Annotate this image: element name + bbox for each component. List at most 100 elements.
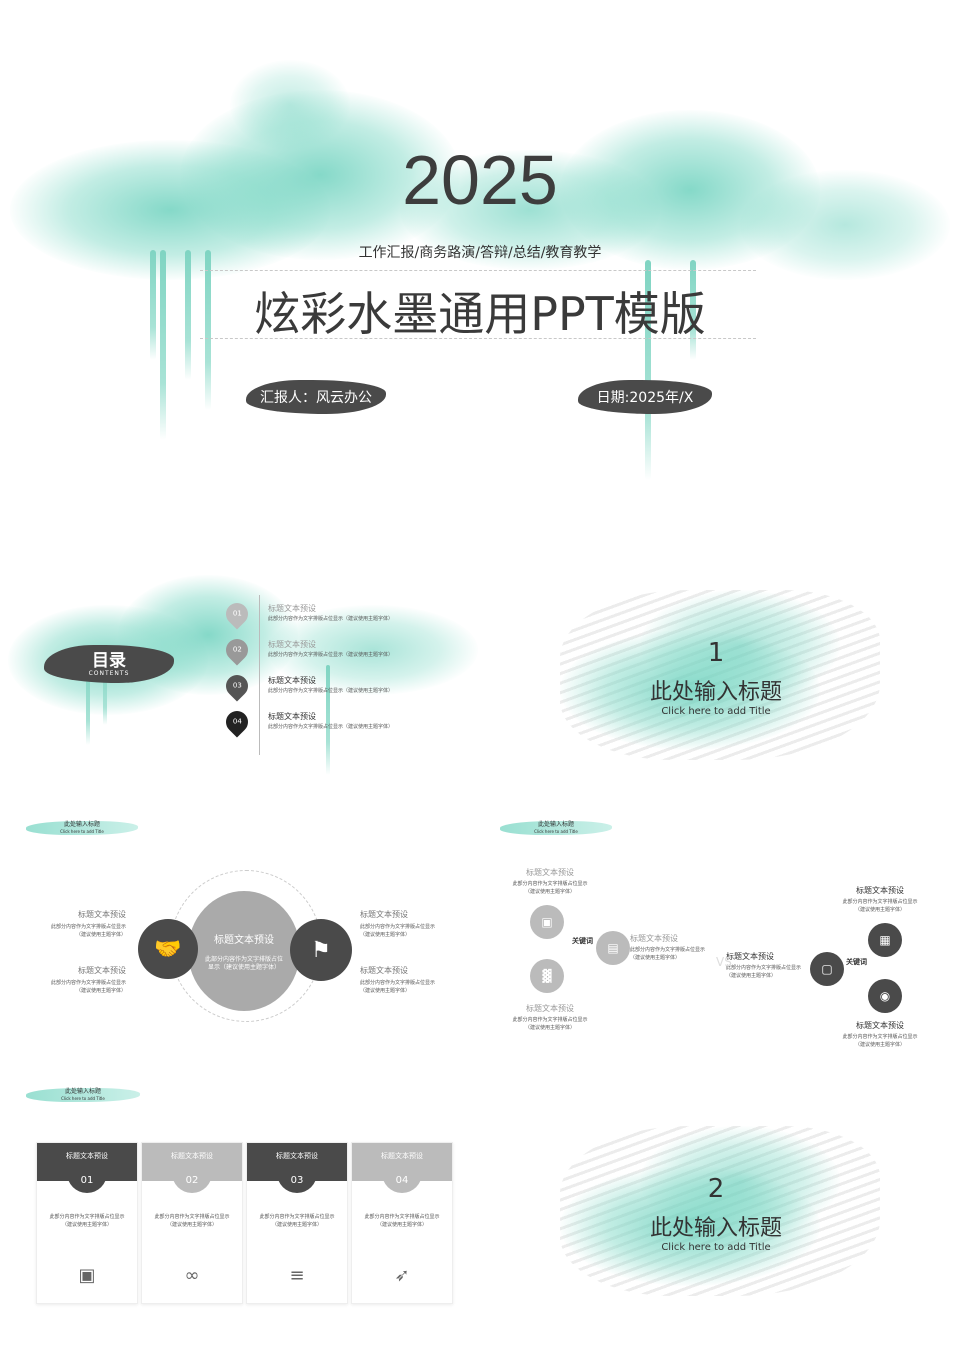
reporter-badge: 汇报人：风云办公 (246, 380, 386, 414)
circle-side-item: 标题文本预设此部分内容作为文字排版占位显示（建议使用主题字体） (40, 965, 126, 995)
item-desc: （建议使用主题字体） (854, 1042, 905, 1048)
circle-side-item: 标题文本预设此部分内容作为文字排版占位显示（建议使用主题字体） (360, 965, 446, 995)
item-desc: 此部分内容作为文字排版占位显示 (50, 980, 126, 986)
item-desc: 此部分内容作为文字排版占位显示 (842, 1034, 918, 1040)
vs-text-item: 标题文本预设此部分内容作为文字排版占位显示（建议使用主题字体） (840, 885, 920, 914)
date-badge: 日期:2025年/X (578, 380, 712, 414)
presentation-icon: ▣ (530, 905, 564, 939)
feature-card[interactable]: 标题文本预设 04 此部分内容作为文字排版占位显示 （建议使用主题字体） ➶ (351, 1142, 453, 1304)
feature-card[interactable]: 标题文本预设 01 此部分内容作为文字排版占位显示 （建议使用主题字体） ▣ (36, 1142, 138, 1304)
toc-number-badge: 04 (221, 706, 253, 738)
toc-item-desc: 此部分内容作为文字排版占位显示（建议使用主题字体） (268, 724, 394, 730)
item-desc: 此部分内容作为文字排版占位显示 (726, 965, 802, 971)
item-desc: （建议使用主题字体） (75, 932, 126, 938)
slide-tag: 此处输入标题 Click here to add Title (26, 821, 138, 835)
card-title: 标题文本预设 (276, 1152, 318, 1160)
divider (200, 338, 756, 339)
card-number-text: 01 (80, 1174, 94, 1186)
vs-label: VS (716, 955, 732, 969)
tag-subtitle: Click here to add Title (534, 829, 578, 834)
toc-title: 目录 (92, 650, 126, 671)
card-desc: 此部分内容作为文字排版占位显示 (259, 1214, 335, 1220)
item-title: 标题文本预设 (526, 1004, 574, 1013)
card-desc: （建议使用主题字体） (376, 1222, 427, 1228)
circle-slide: 此处输入标题 Click here to add Title 标题文本预设 此部… (20, 815, 470, 1045)
handshake-icon: 🤝 (138, 919, 198, 979)
vs-text-item: 标题文本预设此部分内容作为文字排版占位显示 （建议使用主题字体） (630, 933, 710, 962)
binoculars-icon: ∞ (184, 1265, 200, 1286)
card-number: 01 (67, 1167, 107, 1193)
item-title: 标题文本预设 (360, 910, 408, 919)
toc-number: 01 (232, 610, 242, 619)
center-circle: 标题文本预设 此部分内容作为文字排版占位显示（建议使用主题字体） (188, 891, 300, 1011)
divider (200, 270, 756, 271)
camera-icon: ◉ (868, 979, 902, 1013)
item-title: 标题文本预设 (360, 966, 408, 975)
item-desc: （建议使用主题字体） (524, 1025, 575, 1031)
toc-item-desc: 此部分内容作为文字排版占位显示（建议使用主题字体） (268, 652, 394, 658)
keyword-right: 关键词 (846, 958, 867, 966)
card-number-text: 02 (185, 1174, 199, 1186)
item-desc: （建议使用主题字体） (524, 889, 575, 895)
chart-icon: ▓ (530, 959, 564, 993)
toc-item-title[interactable]: 标题文本预设 (268, 640, 316, 649)
rocket-icon: ➶ (394, 1265, 410, 1286)
card-number-text: 04 (395, 1174, 409, 1186)
circle-side-item: 标题文本预设此部分内容作为文字排版占位显示（建议使用主题字体） (360, 909, 446, 939)
card-desc: 此部分内容作为文字排版占位显示 (154, 1214, 230, 1220)
cover-year: 2025 (402, 141, 558, 219)
item-title: 标题文本预设 (856, 886, 904, 895)
card-desc: （建议使用主题字体） (61, 1222, 112, 1228)
item-title: 标题文本预设 (78, 966, 126, 975)
card-desc: 此部分内容作为文字排版占位显示 (49, 1214, 125, 1220)
item-desc: （建议使用主题字体） (630, 955, 681, 961)
vs-text-item: 标题文本预设此部分内容作为文字排版占位显示 （建议使用主题字体） (840, 1020, 920, 1049)
tag-title: 此处输入标题 (64, 1088, 101, 1095)
cover-slide: 2025 工作汇报/商务路演/答辩/总结/教育教学 炫彩水墨通用PPT模版 汇报… (0, 0, 960, 500)
device-icon: ▦ (868, 923, 902, 957)
section1-number: 1 (707, 638, 725, 668)
tag-title: 此处输入标题 (63, 821, 100, 828)
slide-tag: 此处输入标题 Click here to add Title (500, 821, 612, 835)
toc-item-title[interactable]: 标题文本预设 (268, 604, 316, 613)
vs-text-item: 标题文本预设此部分内容作为文字排版占位显示（建议使用主题字体） (510, 1003, 590, 1032)
center-title: 标题文本预设 (214, 934, 274, 946)
slide-tag: 此处输入标题 Click here to add Title (26, 1088, 140, 1102)
toc-item-title[interactable]: 标题文本预设 (268, 676, 316, 685)
section1-title: 此处输入标题 (649, 680, 782, 705)
cover-subtitle: 工作汇报/商务路演/答辩/总结/教育教学 (358, 245, 602, 261)
section2-title: 此处输入标题 (649, 1216, 782, 1241)
item-desc: 此部分内容作为文字排版占位显示 (360, 980, 436, 986)
keyword-left: 关键词 (572, 937, 593, 945)
signpost-icon: ⚑ (290, 919, 352, 981)
card-number: 02 (172, 1167, 212, 1193)
card-title: 标题文本预设 (381, 1152, 423, 1160)
toc-heading-badge: 目录 CONTENTS (44, 645, 174, 683)
toc-line (259, 595, 260, 755)
item-title: 标题文本预设 (726, 952, 774, 961)
section2-number: 2 (707, 1174, 725, 1204)
section2-slide: 2 此处输入标题 Click here to add Title (540, 1106, 900, 1316)
section1-subtitle: Click here to add Title (661, 706, 771, 717)
card-desc: （建议使用主题字体） (166, 1222, 217, 1228)
card-title: 标题文本预设 (66, 1152, 108, 1160)
tag-subtitle: Click here to add Title (60, 829, 104, 834)
card-desc: 此部分内容作为文字排版占位显示 (364, 1214, 440, 1220)
item-title: 标题文本预设 (526, 868, 574, 877)
vs-text-item: 标题文本预设此部分内容作为文字排版占位显示 （建议使用主题字体） (726, 951, 806, 980)
presentation-icon: ▣ (78, 1265, 96, 1286)
item-title: 标题文本预设 (630, 934, 678, 943)
item-desc: （建议使用主题字体） (360, 932, 411, 938)
item-desc: 此部分内容作为文字排版占位显示 (630, 947, 706, 953)
toc-title-en: CONTENTS (88, 669, 130, 677)
item-title: 标题文本预设 (856, 1021, 904, 1030)
toc-item-title[interactable]: 标题文本预设 (268, 712, 316, 721)
item-desc: （建议使用主题字体） (726, 973, 777, 979)
vs-text-item: 标题文本预设此部分内容作为文字排版占位显示（建议使用主题字体） (510, 867, 590, 896)
board-icon: ▤ (596, 931, 630, 965)
section2-subtitle: Click here to add Title (661, 1242, 771, 1253)
circle-side-item: 标题文本预设此部分内容作为文字排版占位显示（建议使用主题字体） (40, 909, 126, 939)
